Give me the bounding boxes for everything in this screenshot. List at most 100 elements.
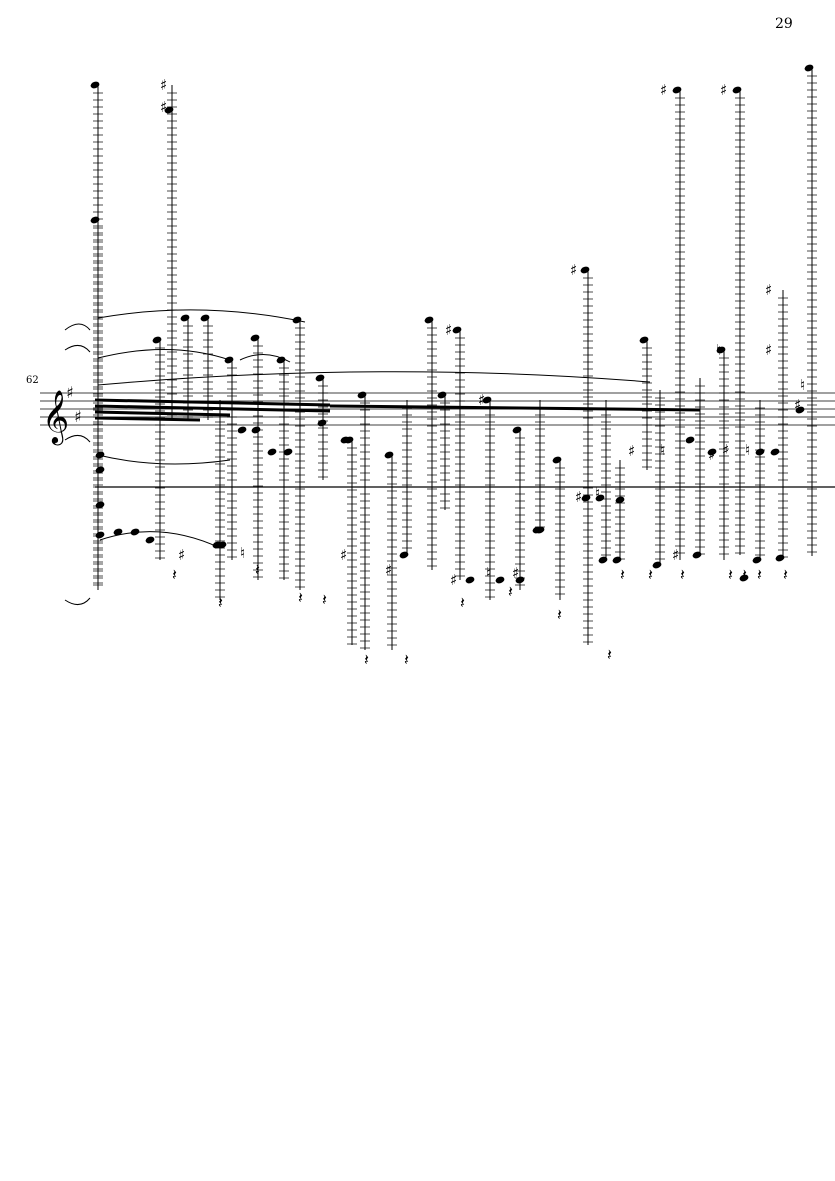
page-number: 29 bbox=[775, 16, 793, 32]
quarter-rest-icon: 𝄽 bbox=[620, 565, 625, 584]
notehead bbox=[732, 86, 742, 94]
notehead bbox=[113, 528, 123, 536]
sharp-icon: ♯ bbox=[340, 546, 347, 564]
notehead bbox=[775, 554, 785, 562]
quarter-rest-icon: 𝄽 bbox=[298, 588, 303, 607]
notehead bbox=[224, 356, 234, 364]
notehead bbox=[399, 551, 409, 559]
notehead bbox=[672, 86, 682, 94]
notehead bbox=[276, 356, 286, 364]
notehead bbox=[639, 336, 649, 344]
sharp-icon: ♯ bbox=[478, 391, 485, 409]
quarter-rest-icon: 𝄽 bbox=[648, 565, 653, 584]
quarter-rest-icon: 𝄽 bbox=[783, 565, 788, 584]
natural-icon: ♮ bbox=[716, 341, 721, 359]
notehead bbox=[152, 336, 162, 344]
notehead bbox=[267, 448, 277, 456]
sharp-icon: ♯ bbox=[66, 383, 74, 402]
quarter-rest-icon: 𝄽 bbox=[255, 560, 260, 579]
notehead bbox=[752, 556, 762, 564]
notehead bbox=[315, 374, 325, 382]
notehead bbox=[795, 406, 805, 414]
notehead bbox=[552, 456, 562, 464]
notehead bbox=[482, 396, 492, 404]
natural-icon: ♮ bbox=[240, 544, 245, 562]
notehead bbox=[340, 436, 350, 444]
notehead bbox=[692, 551, 702, 559]
sharp-icon: ♯ bbox=[722, 441, 729, 459]
key-signature: ♯ ♯ bbox=[66, 383, 82, 426]
notehead bbox=[217, 541, 227, 549]
notehead bbox=[145, 536, 155, 544]
notehead bbox=[95, 501, 105, 509]
sharp-icon: ♯ bbox=[450, 571, 457, 589]
sharp-icon: ♯ bbox=[765, 281, 772, 299]
quarter-rest-icon: 𝄽 bbox=[172, 565, 177, 584]
notehead bbox=[317, 419, 327, 427]
sharp-icon: ♯ bbox=[765, 341, 772, 359]
beams bbox=[94, 398, 701, 422]
rests: 𝄽𝄽𝄽𝄽𝄽𝄽𝄽𝄽𝄽𝄽𝄽𝄽𝄽𝄽𝄽𝄽𝄽𝄽 bbox=[172, 560, 788, 669]
notehead bbox=[535, 526, 545, 534]
sharp-icon: ♯ bbox=[160, 98, 167, 116]
notehead bbox=[130, 528, 140, 536]
notehead bbox=[770, 448, 780, 456]
sharp-icon: ♯ bbox=[445, 321, 452, 339]
notehead bbox=[515, 576, 525, 584]
sharp-icon: ♯ bbox=[385, 561, 392, 579]
notehead bbox=[452, 326, 462, 334]
notehead bbox=[90, 216, 100, 224]
natural-icon: ♮ bbox=[595, 484, 600, 502]
notehead bbox=[90, 81, 100, 89]
notehead bbox=[465, 576, 475, 584]
quarter-rest-icon: 𝄽 bbox=[322, 590, 327, 609]
sharp-icon: ♯ bbox=[660, 81, 667, 99]
quarter-rest-icon: 𝄽 bbox=[364, 650, 369, 669]
slurs bbox=[64, 309, 651, 605]
notehead bbox=[804, 64, 814, 72]
quarter-rest-icon: 𝄽 bbox=[218, 593, 223, 612]
notehead bbox=[95, 451, 105, 459]
notehead bbox=[424, 316, 434, 324]
accidentals: ♯♯♯♯♯♯♯♯♯♯♯♯♯♯♯♯♯♯♯♯♮♮♮♮♮♮♮ bbox=[160, 76, 805, 589]
notehead bbox=[437, 391, 447, 399]
notehead bbox=[250, 334, 260, 342]
note-stems bbox=[93, 68, 817, 650]
notehead bbox=[237, 426, 247, 434]
natural-icon: ♮ bbox=[745, 441, 750, 459]
sharp-icon: ♯ bbox=[708, 446, 715, 464]
measure-number: 62 bbox=[26, 375, 39, 386]
notehead bbox=[200, 314, 210, 322]
notehead bbox=[164, 106, 174, 114]
noteheads bbox=[90, 64, 814, 584]
natural-icon: ♮ bbox=[660, 441, 665, 459]
notehead bbox=[652, 561, 662, 569]
quarter-rest-icon: 𝄽 bbox=[460, 593, 465, 612]
quarter-rest-icon: 𝄽 bbox=[607, 645, 612, 664]
notehead bbox=[595, 494, 605, 502]
sharp-icon: ♯ bbox=[672, 546, 679, 564]
notehead bbox=[357, 391, 367, 399]
natural-icon: ♮ bbox=[800, 376, 805, 394]
notehead bbox=[95, 466, 105, 474]
notehead bbox=[283, 448, 293, 456]
quarter-rest-icon: 𝄽 bbox=[728, 565, 733, 584]
sharp-icon: ♯ bbox=[628, 442, 635, 460]
notehead bbox=[615, 496, 625, 504]
notehead bbox=[685, 436, 695, 444]
notehead bbox=[716, 346, 726, 354]
quarter-rest-icon: 𝄽 bbox=[404, 650, 409, 669]
sharp-icon: ♯ bbox=[720, 81, 727, 99]
notehead bbox=[580, 266, 590, 274]
quarter-rest-icon: 𝄽 bbox=[742, 565, 747, 584]
sharp-icon: ♯ bbox=[570, 261, 577, 279]
notehead bbox=[512, 426, 522, 434]
notehead bbox=[292, 316, 302, 324]
notehead bbox=[251, 426, 261, 434]
treble-clef-icon: 𝄞 bbox=[42, 389, 69, 445]
sharp-icon: ♯ bbox=[575, 488, 582, 506]
quarter-rest-icon: 𝄽 bbox=[757, 565, 762, 584]
sharp-icon: ♯ bbox=[178, 546, 185, 564]
notehead bbox=[598, 556, 608, 564]
